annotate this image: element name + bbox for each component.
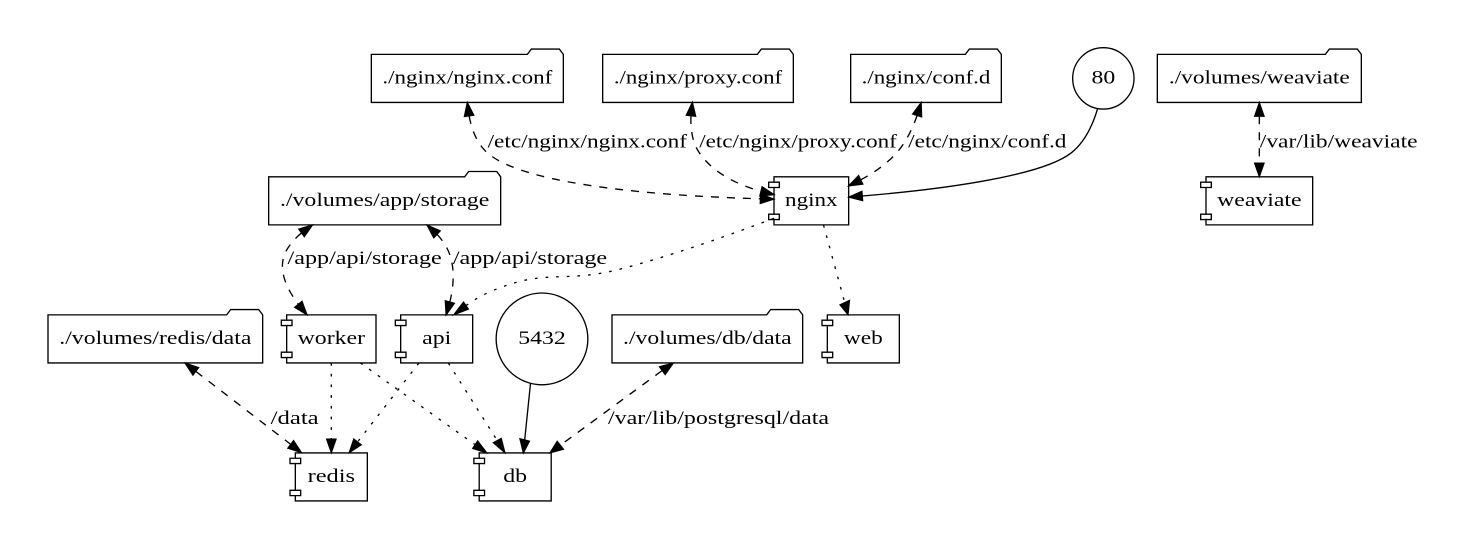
svg-text:./nginx/nginx.conf: ./nginx/nginx.conf	[382, 67, 553, 88]
svg-text:./nginx/proxy.conf: ./nginx/proxy.conf	[614, 67, 783, 88]
svg-text:weaviate: weaviate	[1217, 190, 1301, 211]
svg-text:80: 80	[1091, 67, 1115, 88]
svg-text:api: api	[422, 328, 451, 349]
svg-text:./nginx/conf.d: ./nginx/conf.d	[862, 67, 992, 88]
svg-text:/data: /data	[271, 408, 320, 429]
svg-text:nginx: nginx	[785, 190, 838, 211]
svg-text:5432: 5432	[518, 328, 565, 349]
svg-text:web: web	[844, 328, 883, 349]
svg-text:./volumes/redis/data: ./volumes/redis/data	[59, 328, 252, 349]
svg-text:worker: worker	[298, 328, 366, 349]
svg-text:/etc/nginx/conf.d: /etc/nginx/conf.d	[908, 132, 1067, 153]
svg-text:/etc/nginx/proxy.conf: /etc/nginx/proxy.conf	[699, 132, 898, 153]
svg-text:redis: redis	[308, 466, 355, 487]
svg-text:./volumes/app/storage: ./volumes/app/storage	[280, 190, 489, 211]
svg-text:./volumes/weaviate: ./volumes/weaviate	[1169, 67, 1350, 88]
svg-text:/etc/nginx/nginx.conf: /etc/nginx/nginx.conf	[488, 132, 688, 153]
svg-text:db: db	[503, 466, 527, 487]
svg-text:/app/api/storage: /app/api/storage	[453, 248, 607, 269]
svg-text:./volumes/db/data: ./volumes/db/data	[623, 328, 792, 349]
svg-text:/var/lib/weaviate: /var/lib/weaviate	[1260, 132, 1418, 153]
svg-text:/app/api/storage: /app/api/storage	[288, 248, 442, 269]
svg-text:/var/lib/postgresql/data: /var/lib/postgresql/data	[608, 408, 830, 429]
